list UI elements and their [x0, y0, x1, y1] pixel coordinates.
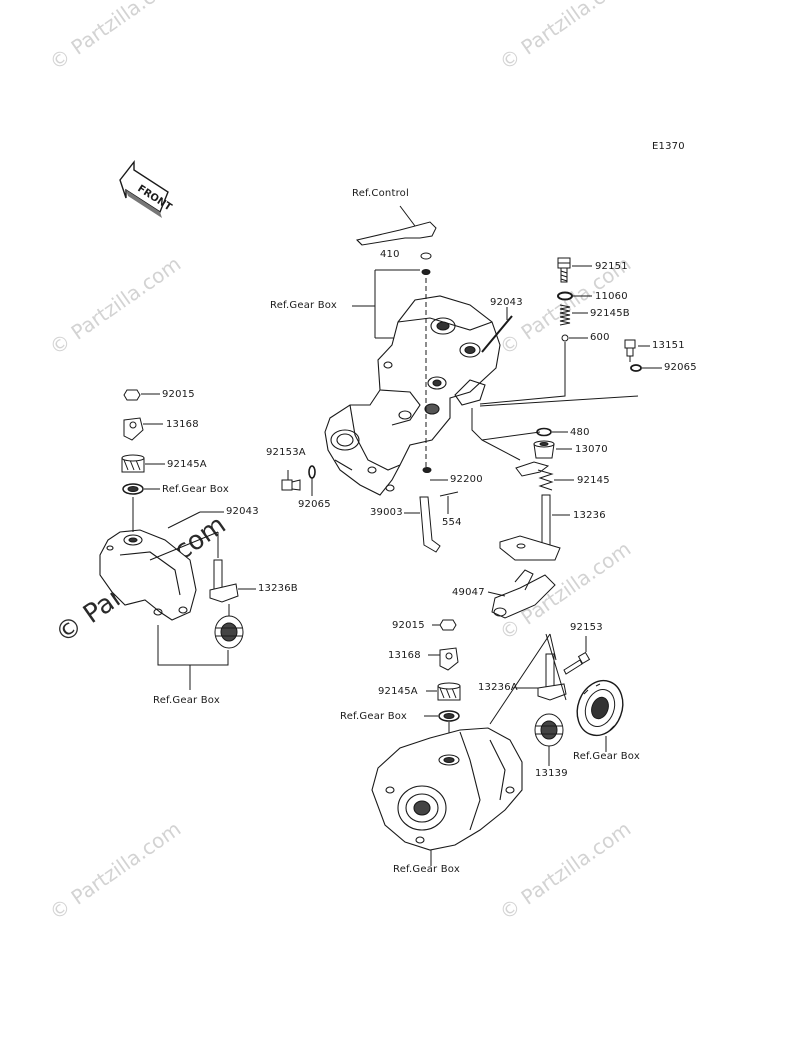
label-92153a: 92153A	[266, 447, 306, 458]
label-92200: 92200	[450, 474, 483, 485]
shaft-13236b	[209, 559, 239, 603]
label-49047: 49047	[452, 587, 485, 598]
label-92015-left: 92015	[162, 389, 195, 400]
label-ref-control: Ref.Control	[352, 188, 409, 199]
lever-13168-right	[439, 647, 459, 671]
bolt-92151	[557, 257, 571, 283]
gear-13139	[534, 713, 564, 747]
label-13236a: 13236A	[478, 682, 518, 693]
spring-92145b	[559, 304, 571, 326]
label-11060: 11060	[595, 291, 628, 302]
label-480: 480	[570, 427, 590, 438]
label-92145a-left: 92145A	[167, 459, 207, 470]
label-92065-right: 92065	[664, 362, 697, 373]
label-13070: 13070	[575, 444, 608, 455]
gear-13236b	[214, 615, 244, 649]
lever-13168-left	[123, 417, 144, 441]
label-554: 554	[442, 517, 462, 528]
label-92015-right: 92015	[392, 620, 425, 631]
shaft-13236a	[537, 653, 567, 701]
label-92145b: 92145B	[590, 308, 630, 319]
label-13168-left: 13168	[166, 419, 199, 430]
bolt-92153a	[281, 479, 301, 491]
label-92145a-right: 92145A	[378, 686, 418, 697]
label-13236: 13236	[573, 510, 606, 521]
label-13139: 13139	[535, 768, 568, 779]
bearing	[576, 679, 624, 737]
label-ref-gear-box-top: Ref.Gear Box	[270, 300, 337, 311]
front-arrow-icon: FRONT	[119, 159, 174, 218]
diagram-code: E1370	[652, 141, 685, 152]
shift-shaft-13236	[499, 494, 561, 561]
nut-92015-left	[123, 389, 141, 401]
gear-box-housing-left	[99, 529, 197, 621]
label-600: 600	[590, 332, 610, 343]
control-bracket	[356, 205, 437, 246]
label-ref-gear-box-left2: Ref.Gear Box	[153, 695, 220, 706]
shift-fork-49047	[491, 569, 556, 619]
label-ref-gear-box-right: Ref.Gear Box	[573, 751, 640, 762]
label-92065-mid: 92065	[298, 499, 331, 510]
nut-92015-right	[439, 619, 457, 631]
switch-13151	[624, 339, 636, 362]
label-92145: 92145	[577, 475, 610, 486]
lever-39003	[419, 491, 459, 553]
collar-13070	[533, 440, 555, 459]
label-410: 410	[380, 249, 400, 260]
gear-box-housing-top	[324, 295, 501, 496]
bolt-92153	[563, 651, 591, 675]
label-39003: 39003	[370, 507, 403, 518]
label-13168-right: 13168	[388, 650, 421, 661]
label-92151: 92151	[595, 261, 628, 272]
seal-92145a-right	[437, 682, 461, 701]
label-ref-gear-box-left1: Ref.Gear Box	[162, 484, 229, 495]
label-ref-gear-box-bottom: Ref.Gear Box	[393, 864, 460, 875]
label-13151: 13151	[652, 340, 685, 351]
seal-92145a-left	[121, 454, 145, 473]
label-92043-left: 92043	[226, 506, 259, 517]
label-13236b: 13236B	[258, 583, 298, 594]
gear-box-housing-bottom	[371, 727, 523, 851]
label-92153: 92153	[570, 622, 603, 633]
label-ref-gear-box-mid: Ref.Gear Box	[340, 711, 407, 722]
label-92043-top: 92043	[490, 297, 523, 308]
spring-92145	[515, 461, 554, 491]
